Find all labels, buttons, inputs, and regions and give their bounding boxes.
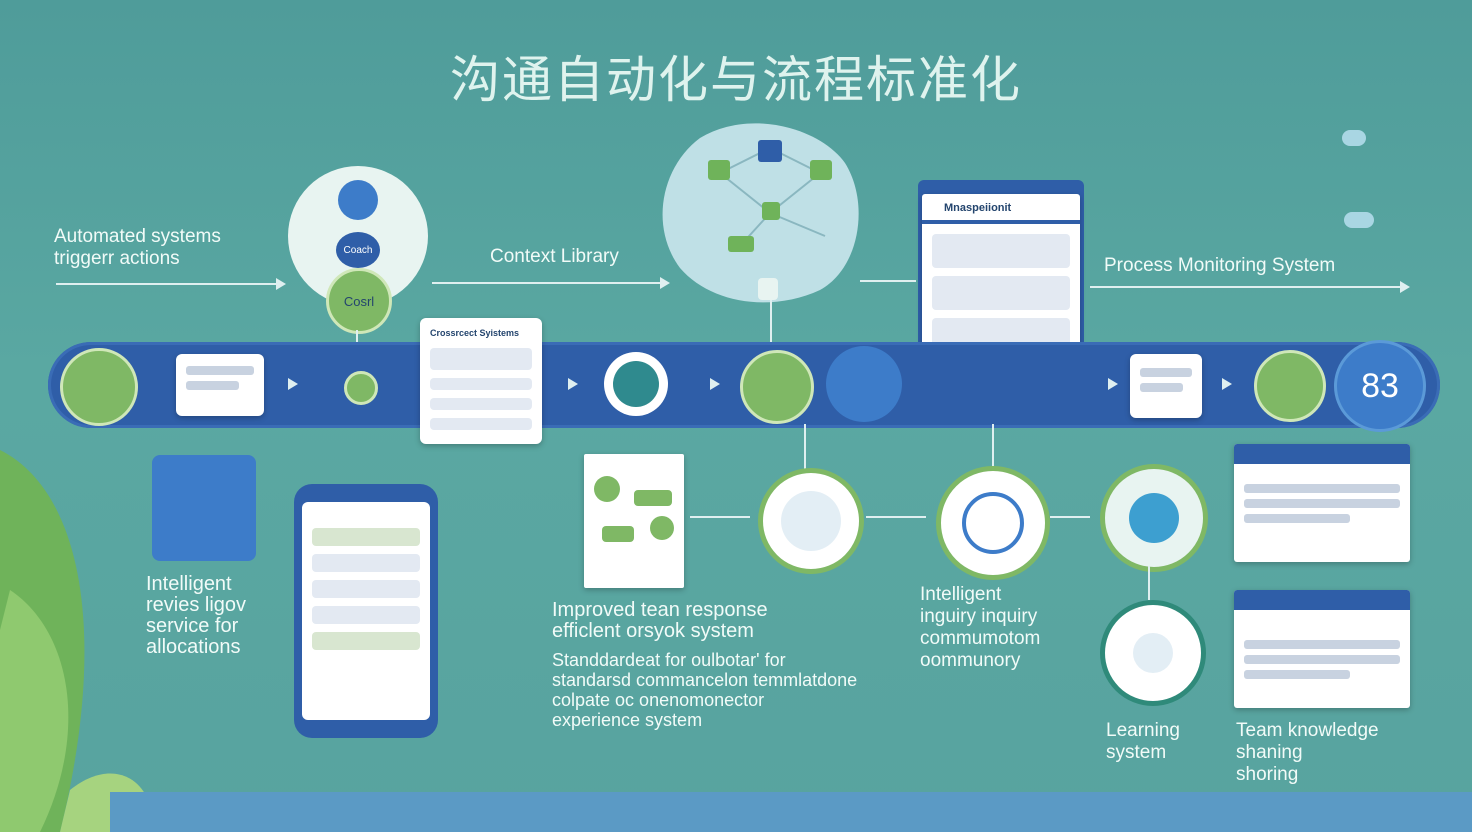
inquiry-node: [936, 466, 1050, 580]
band-note-card: [176, 354, 264, 416]
chat-node: [604, 352, 668, 416]
tablet-title: Mnaspeiionit: [944, 202, 1012, 214]
page-title: 沟通自动化与流程标准化: [450, 51, 1022, 109]
arrow: [1090, 286, 1400, 288]
arrow: [1050, 516, 1090, 518]
arrow: [690, 516, 750, 518]
systems-card: Crossrcect Syistems: [420, 318, 542, 444]
chat-document-card: [584, 454, 684, 588]
person-icon: [338, 180, 378, 220]
cogol-node: Cosrl: [326, 268, 392, 334]
signal-node: [1254, 350, 1326, 422]
systems-card-title: Crossrcect Syistems: [430, 328, 520, 338]
coach-badge: Coach: [336, 232, 380, 268]
tablet-item: [932, 234, 1070, 268]
systems-row: [430, 398, 532, 410]
arrow-head: [568, 378, 578, 390]
blue-node: [826, 346, 902, 422]
phone-item: [312, 606, 420, 624]
knowledge-card: [1234, 444, 1410, 562]
label-process-monitoring: Process Monitoring System: [1104, 255, 1336, 276]
arrow-head: [1400, 281, 1410, 293]
arrow-head: [660, 277, 670, 289]
small-node: [344, 371, 378, 405]
arrow: [432, 282, 660, 284]
start-node: [60, 348, 138, 426]
arrow-head: [276, 278, 286, 290]
arrow-head: [710, 378, 720, 390]
cogol-label: Cosrl: [343, 293, 375, 309]
bottom-strip: [110, 792, 1472, 832]
cloud-icon: [1342, 130, 1366, 146]
phone-item: [312, 580, 420, 598]
leaf-decoration: [0, 450, 152, 832]
cloud-icon: [1344, 212, 1374, 228]
phone-screen: [302, 502, 430, 720]
connector-line: [804, 424, 806, 470]
number-node: 83: [1334, 340, 1426, 432]
phone-item: [312, 632, 420, 650]
systems-row: [430, 348, 532, 370]
coach-label: Coach: [343, 244, 373, 256]
arrow-head: [1222, 378, 1232, 390]
arrow-head: [288, 378, 298, 390]
arrow: [866, 516, 926, 518]
arrow: [860, 280, 916, 282]
arrow: [56, 283, 276, 285]
team-node: [758, 468, 864, 574]
connector-line: [992, 424, 994, 470]
context-library-cloud: [662, 123, 859, 303]
monitor-card: [1130, 354, 1202, 418]
hexagon-node: [740, 350, 814, 424]
knowledge-card: [1234, 590, 1410, 708]
connector-line: [1148, 566, 1150, 600]
lock-node: [1100, 464, 1208, 572]
number-label: 83: [1361, 366, 1399, 405]
phone-item: [312, 528, 420, 546]
connector-line: [770, 300, 772, 344]
label-context-library: Context Library: [490, 246, 619, 267]
systems-row: [430, 418, 532, 430]
phone-device: [294, 484, 438, 738]
arrow-head: [1108, 378, 1118, 390]
systems-row: [430, 378, 532, 390]
learning-node: [1100, 600, 1206, 706]
tablet-item: [932, 276, 1070, 310]
service-card: [152, 455, 256, 561]
phone-item: [312, 554, 420, 572]
